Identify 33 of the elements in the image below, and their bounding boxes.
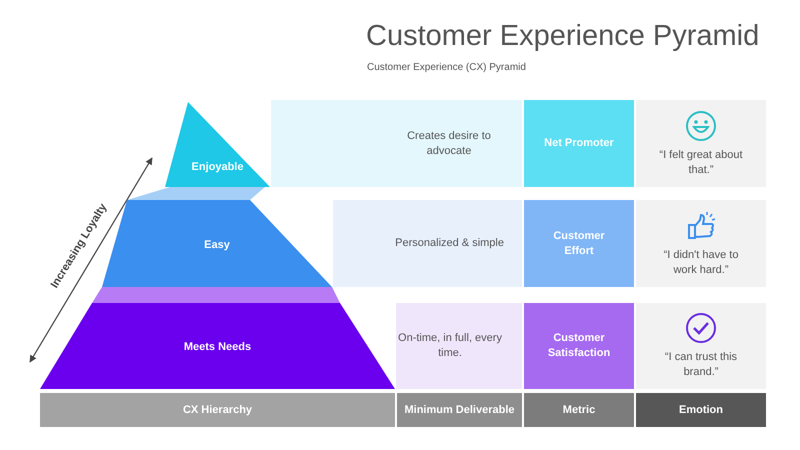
title: Customer Experience Pyramid xyxy=(366,20,760,53)
description-text: Personalized & simple xyxy=(395,236,504,251)
header-label: Emotion xyxy=(679,402,723,418)
subtitle: Customer Experience (CX) Pyramid xyxy=(367,62,526,73)
metric-label: Customer Satisfaction xyxy=(546,331,612,361)
quote-text: “I can trust this brand.” xyxy=(664,350,738,380)
description-band xyxy=(333,200,522,287)
tier-label: Meets Needs xyxy=(184,340,252,355)
metric-box xyxy=(524,100,634,187)
table-header-cell xyxy=(524,393,634,427)
pyramid-tier xyxy=(165,102,270,187)
quote-text: “I didn't have to work hard.” xyxy=(662,248,740,278)
header-label: CX Hierarchy xyxy=(182,402,252,418)
header-label: Metric xyxy=(562,402,596,418)
description-band xyxy=(396,303,522,389)
metric-box xyxy=(524,200,634,287)
description-band xyxy=(271,100,522,187)
table-header-cell xyxy=(397,393,522,427)
tier-label: Easy xyxy=(204,238,230,253)
metric-label: Net Promoter xyxy=(544,136,614,151)
metric-box xyxy=(524,303,634,389)
table-header-cell xyxy=(636,393,766,427)
tier-label: Enjoyable xyxy=(192,160,244,175)
emotion-card xyxy=(636,100,766,187)
pyramid-tier xyxy=(40,303,395,389)
emotion-card xyxy=(636,200,766,287)
description-text: On-time, in full, every time. xyxy=(397,331,503,361)
quote-text: “I felt great about that.” xyxy=(658,148,744,178)
description-text: Creates desire to advocate xyxy=(406,128,492,158)
metric-label: Customer Effort xyxy=(552,228,606,258)
emotion-card xyxy=(636,303,766,389)
header-label: Minimum Deliverable xyxy=(404,402,515,418)
table-header-cell xyxy=(40,393,395,427)
